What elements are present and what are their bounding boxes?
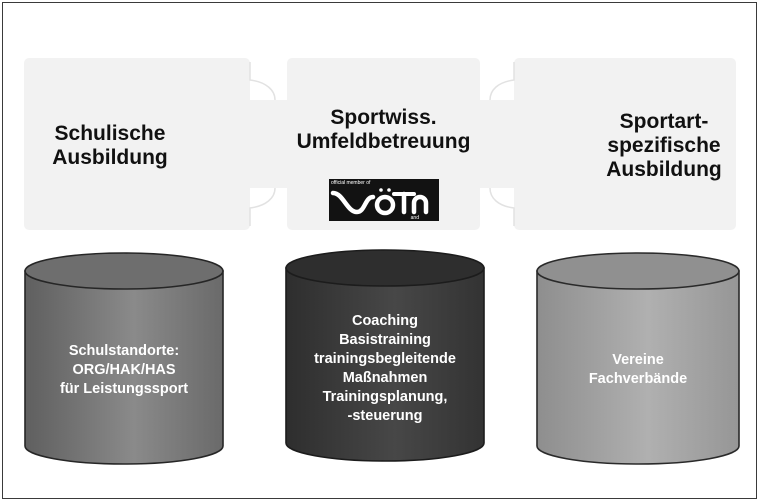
puzzle-band: [24, 58, 736, 230]
voeh-logo: official member of and: [329, 179, 439, 221]
logo-caption-bottom: and: [410, 215, 419, 221]
puzzle-label-schulische-ausbildung: Schulische Ausbildung: [52, 122, 168, 169]
puzzle-seam: [489, 62, 515, 101]
puzzle-label-sportartspezifische-ausbildung: Sportart- spezifische Ausbildung: [606, 110, 722, 181]
cylinder-center: [285, 249, 485, 462]
puzzle-piece-left: [24, 58, 250, 230]
puzzle-seam: [489, 187, 515, 226]
voeh-logo-mark: [330, 188, 429, 216]
logo-caption-top: official member of: [331, 180, 371, 186]
cylinder-label-schulstandorte: Schulstandorte: ORG/HAK/HAS für Leistung…: [59, 343, 189, 397]
puzzle-connector-left: [244, 100, 293, 188]
puzzle-label-sportwiss-umfeldbetreuung: Sportwiss. Umfeldbetreuung: [296, 106, 471, 153]
cylinder-right: [536, 252, 740, 465]
puzzle-piece-right: [514, 58, 736, 230]
puzzle-connector-right: [474, 100, 520, 188]
cylinder-label-vereine: Vereine Fachverbände: [588, 352, 688, 387]
cylinder-left: [24, 252, 224, 465]
cylinder-label-coaching: Coaching Basistraining trainingsbegleite…: [314, 313, 456, 424]
puzzle-seam: [249, 187, 276, 226]
puzzle-seam: [249, 62, 276, 101]
